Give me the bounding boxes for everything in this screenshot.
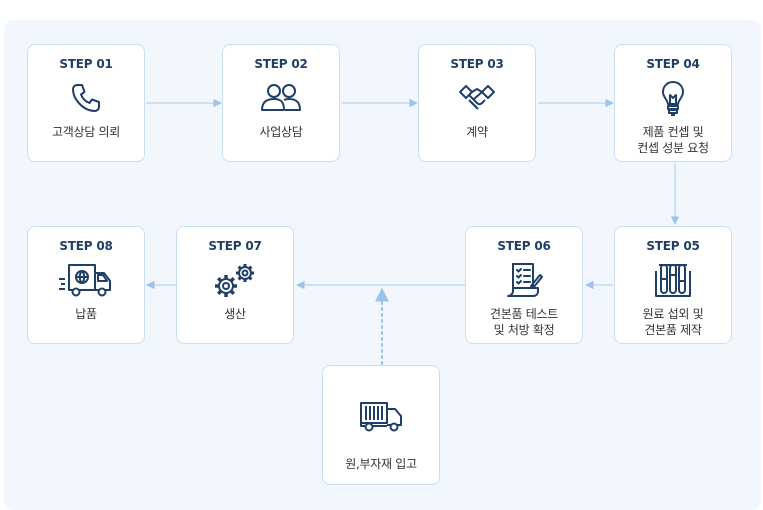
step-number: STEP 08 (59, 239, 113, 253)
step-number: STEP 06 (497, 239, 551, 253)
step-card-03: STEP 03 계약 (418, 44, 536, 162)
step-card-08: STEP 08 납품 (27, 226, 145, 344)
step-text: 원료 섭외 및 견본품 제작 (642, 307, 704, 337)
step-text: 견본품 테스트 및 처방 확정 (490, 307, 558, 337)
step-number: STEP 07 (208, 239, 262, 253)
step-text: 생산 (224, 307, 246, 321)
test-tubes-icon (653, 260, 693, 300)
delivery-truck-icon (57, 260, 115, 300)
step-text: 계약 (466, 125, 488, 139)
step-text: 고객상담 의뢰 (52, 125, 120, 139)
lightbulb-icon (658, 78, 688, 118)
people-icon (259, 78, 303, 118)
step-card-02: STEP 02 사업상담 (222, 44, 340, 162)
step-card-05: STEP 05 원료 섭외 및 견본품 제작 (614, 226, 732, 344)
step-card-01: STEP 01 고객상담 의뢰 (27, 44, 145, 162)
step-card-04: STEP 04 제품 컨셉 및 컨셉 성분 요청 (614, 44, 732, 162)
gears-icon (211, 260, 259, 300)
step-number: STEP 02 (254, 57, 308, 71)
phone-icon (68, 78, 104, 118)
step-number: STEP 03 (450, 57, 504, 71)
step-number: STEP 01 (59, 57, 113, 71)
step-text: 납품 (75, 307, 97, 321)
step-text: 제품 컨셉 및 컨셉 성분 요청 (637, 125, 709, 155)
material-intake-card: 원,부자재 입고 (322, 365, 440, 485)
cargo-truck-icon (358, 396, 404, 436)
material-text: 원,부자재 입고 (345, 457, 417, 471)
step-number: STEP 05 (646, 239, 700, 253)
handshake-icon (457, 78, 497, 118)
checklist-icon (505, 260, 543, 300)
step-text: 사업상담 (259, 125, 303, 139)
step-card-07: STEP 07 생산 (176, 226, 294, 344)
step-card-06: STEP 06 견본품 테스트 및 처방 확정 (465, 226, 583, 344)
step-number: STEP 04 (646, 57, 700, 71)
